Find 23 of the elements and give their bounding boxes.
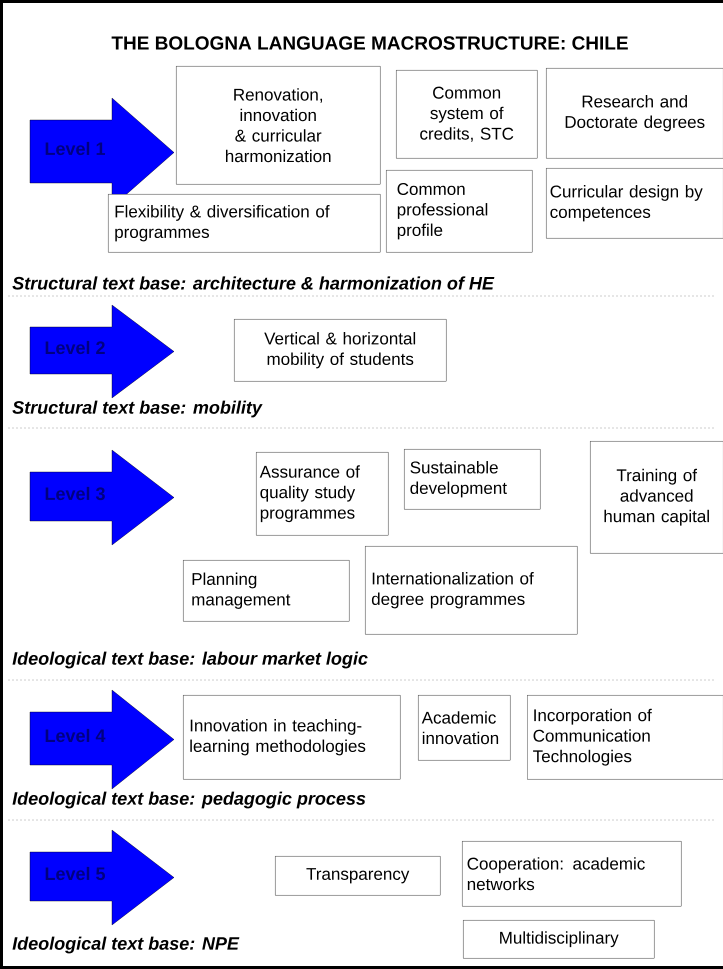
text-box: Innovation in teaching-learning methodologies xyxy=(183,695,400,780)
text-box: Common system of credits, STC xyxy=(396,70,538,158)
text-box: Sustainable development xyxy=(404,449,540,510)
text-box: Curricular design by competences xyxy=(546,168,723,238)
text-box: Incorporation of Communication Technologies xyxy=(527,695,723,780)
text-box: Flexibility & diversification of programmes xyxy=(108,194,380,252)
section-heading: Ideological text base: pedagogic process xyxy=(12,792,366,808)
text-box: Planning management xyxy=(183,560,350,622)
text-box: Transparency xyxy=(275,856,440,896)
section-heading: Ideological text base: labour market logic xyxy=(12,652,368,668)
text-box: Academic innovation xyxy=(418,695,510,760)
text-box: Assurance of quality study programmes xyxy=(256,452,388,536)
title: THE BOLOGNA LANGUAGE MACROSTRUCTURE: CHILE xyxy=(112,36,628,50)
text-box: Training of advanced human capital xyxy=(590,441,723,554)
text-box: Internationalization of degree programmes xyxy=(365,546,578,634)
section-heading: Structural text base: architecture & harmonization of HE xyxy=(12,276,494,290)
text-box: Renovation, innovation & curricular harmonization xyxy=(176,66,380,184)
text-box: Vertical & horizontal mobility of students xyxy=(234,319,446,382)
section-heading: Structural text base: mobility xyxy=(12,400,263,418)
text-box: Cooperation: academic networks xyxy=(462,841,682,906)
text-box: Research and Doctorate degrees xyxy=(546,68,723,158)
text-box: Multidisciplinary xyxy=(463,920,654,958)
text-box: Common professional profile xyxy=(386,170,532,252)
